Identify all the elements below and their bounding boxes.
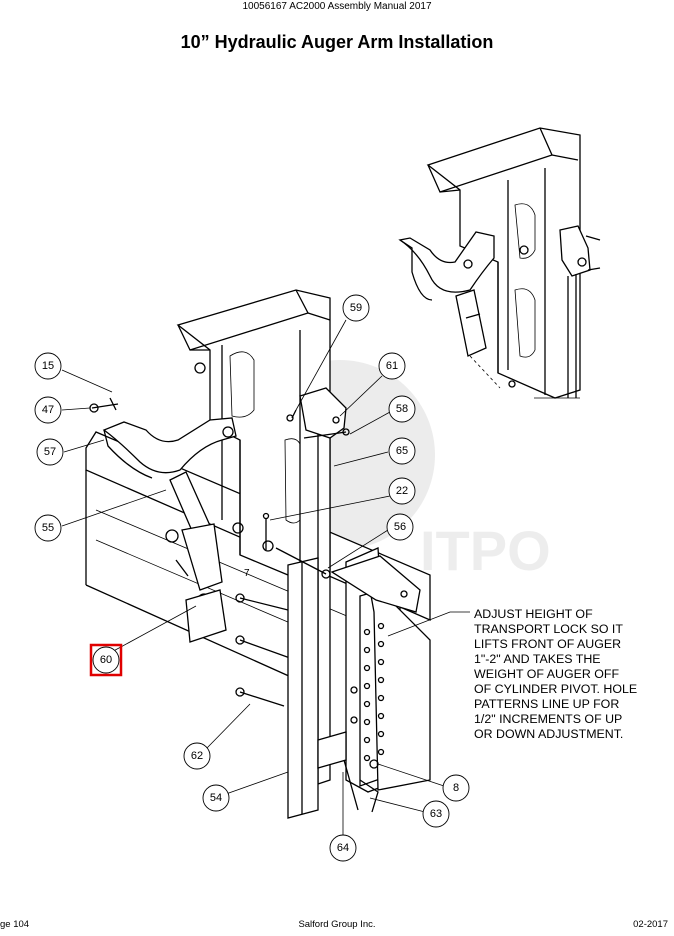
footer-date: 02-2017 [633,919,668,930]
detail-inset [398,127,601,399]
callout-60: 60 [89,643,123,677]
highlight-box [89,643,123,677]
callout-22-label: 22 [396,485,408,497]
callout-65: 65 [388,437,416,465]
callout-15: 15 [34,352,62,380]
callout-62-label: 62 [191,750,203,762]
note-line-6: OF CYLINDER PIVOT. HOLE [474,682,637,696]
callout-54-label: 54 [210,792,222,804]
callout-56: 56 [386,513,414,541]
callout-61-label: 61 [386,360,398,372]
callout-59: 59 [342,294,370,322]
callout-57-label: 57 [44,446,56,458]
callout-57: 57 [36,438,64,466]
callout-15-label: 15 [42,360,54,372]
callout-8: 8 [442,774,470,802]
callout-55-label: 55 [42,522,54,534]
note-line-8: 1/2" INCREMENTS OF UP [474,712,622,726]
footer-page-number: ge 104 [0,919,30,930]
callout-8-label: 8 [453,782,459,794]
callout-61: 61 [378,352,406,380]
inner-label: 7 [244,568,250,579]
note-line-2: TRANSPORT LOCK SO IT [474,622,623,636]
document-header: 10056167 AC2000 Assembly Manual 2017 [242,1,432,12]
callout-56-label: 56 [394,521,406,533]
callout-47-label: 47 [42,404,54,416]
note-line-1: ADJUST HEIGHT OF [474,607,593,621]
note-line-5: WEIGHT OF AUGER OFF [474,667,619,681]
callout-55: 55 [34,514,62,542]
watermark-text: ITPO [420,519,551,582]
page-title: 10” Hydraulic Auger Arm Installation [180,32,494,52]
leader-lines [61,319,470,836]
note-line-4: 1"-2" AND TAKES THE [474,652,601,666]
callout-47: 47 [34,396,62,424]
callout-22: 22 [388,477,416,505]
note-line-9: OR DOWN ADJUSTMENT. [474,727,623,741]
callout-58: 58 [388,395,416,423]
callout-64-label: 64 [337,842,349,854]
callout-63-label: 63 [430,808,442,820]
callout-60-label: 60 [100,654,112,666]
callout-58-label: 58 [396,403,408,415]
callout-59-label: 59 [350,302,362,314]
callout-62: 62 [183,742,211,770]
callout-64: 64 [329,834,357,862]
main-assembly: 7 [85,289,431,819]
callout-54: 54 [202,784,230,812]
callout-63: 63 [422,800,450,828]
note-line-7: PATTERNS LINE UP FOR [474,697,619,711]
note-line-3: LIFTS FRONT OF AUGER [474,637,621,651]
callout-65-label: 65 [396,445,408,457]
footer-company: Salford Group Inc. [298,919,376,930]
adjustment-note: ADJUST HEIGHT OF TRANSPORT LOCK SO IT LI… [474,607,637,741]
